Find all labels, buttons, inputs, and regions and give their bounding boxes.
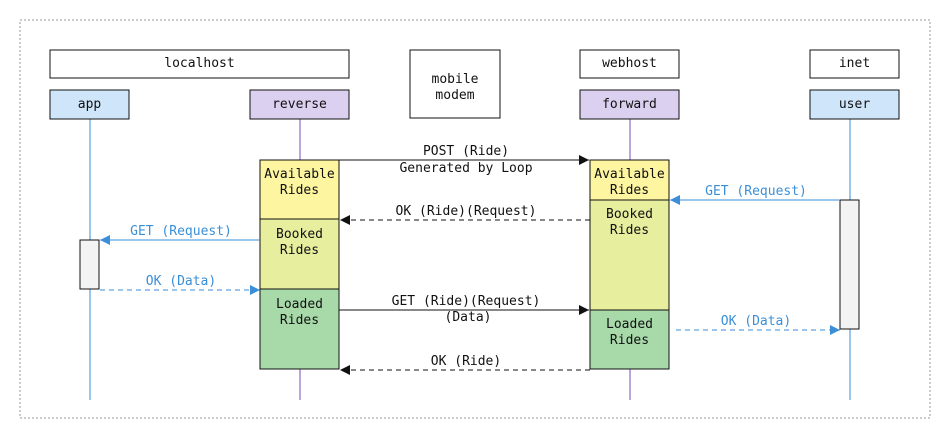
app-activation-bar bbox=[79, 239, 100, 290]
reverse-state-loaded-line1: Loaded bbox=[276, 297, 323, 312]
reverse-state-loaded-line2: Rides bbox=[280, 313, 319, 328]
msg-get-ride-request-data-label-line1: GET (Ride)(Request) bbox=[392, 294, 541, 309]
msg-ok-data-user-label: OK (Data) bbox=[721, 314, 791, 329]
msg-ok-data-app-label: OK (Data) bbox=[146, 274, 216, 289]
forward-state-loaded-line2: Rides bbox=[610, 333, 649, 348]
forward-state-loaded bbox=[589, 309, 670, 370]
group-mobile-modem-box bbox=[409, 49, 501, 119]
msg-get-request-app-label: GET (Request) bbox=[130, 224, 232, 239]
participant-forward-box bbox=[579, 89, 680, 120]
participant-app-label: app bbox=[78, 97, 102, 112]
diagram-frame bbox=[19, 19, 931, 419]
reverse-state-booked-line2: Rides bbox=[280, 243, 319, 258]
forward-state-available-line2: Rides bbox=[610, 183, 649, 198]
group-webhost-label: webhost bbox=[602, 56, 657, 71]
group-localhost-box bbox=[49, 49, 350, 79]
forward-state-available-line1: Available bbox=[594, 167, 665, 182]
reverse-state-available-line1: Available bbox=[264, 167, 335, 182]
participant-app-box bbox=[49, 89, 130, 120]
group-inet-box bbox=[809, 49, 900, 79]
participant-user-label: user bbox=[839, 97, 870, 112]
msg-ok-ride-label: OK (Ride) bbox=[431, 354, 501, 369]
forward-state-loaded-line1: Loaded bbox=[606, 317, 653, 332]
msg-get-ride-request-data-label-line2: (Data) bbox=[445, 310, 492, 325]
msg-post-ride-label-line1: POST (Ride) bbox=[423, 144, 509, 159]
forward-state-booked bbox=[589, 199, 670, 311]
forward-state-booked-line2: Rides bbox=[610, 223, 649, 238]
group-webhost-box bbox=[579, 49, 680, 79]
msg-ok-ride-request-label: OK (Ride)(Request) bbox=[396, 204, 537, 219]
group-localhost-label: localhost bbox=[164, 56, 234, 71]
participant-reverse-box bbox=[249, 89, 350, 120]
forward-state-booked-line1: Booked bbox=[606, 207, 653, 222]
reverse-state-available bbox=[259, 159, 340, 220]
user-activation-bar bbox=[839, 199, 860, 330]
reverse-state-loaded bbox=[259, 288, 340, 370]
forward-state-available bbox=[589, 159, 670, 201]
group-inet-label: inet bbox=[839, 56, 870, 71]
group-mobile-modem-label-line2: modem bbox=[435, 88, 474, 103]
participant-forward-label: forward bbox=[602, 97, 657, 112]
participant-user-box bbox=[809, 89, 900, 120]
reverse-state-available-line2: Rides bbox=[280, 183, 319, 198]
msg-get-request-user-label: GET (Request) bbox=[705, 184, 807, 199]
group-mobile-modem-label-line1: mobile bbox=[432, 72, 479, 87]
reverse-state-booked bbox=[259, 218, 340, 290]
reverse-state-booked-line1: Booked bbox=[276, 227, 323, 242]
msg-post-ride-label-line2: Generated by Loop bbox=[399, 161, 532, 176]
participant-reverse-label: reverse bbox=[272, 97, 327, 112]
